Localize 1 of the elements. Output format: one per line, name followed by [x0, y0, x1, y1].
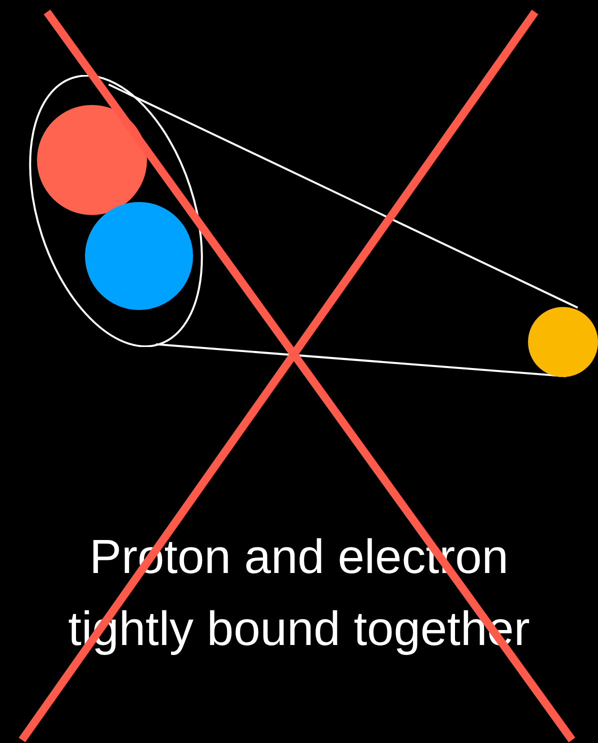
- connector-line: [108, 84, 578, 309]
